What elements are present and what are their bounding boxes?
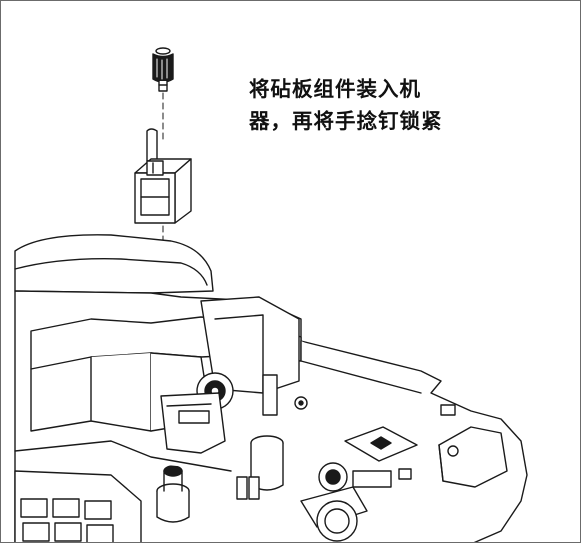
thumb-screw (152, 47, 174, 92)
instruction-caption: 将砧板组件装入机 器，再将手捻钉锁紧 (249, 73, 519, 137)
machine-base (14, 234, 528, 542)
instruction-line-1: 将砧板组件装入机 (249, 77, 421, 101)
anvil-block-assembly (134, 128, 192, 224)
instruction-line-2: 器，再将手捻钉锁紧 (249, 109, 443, 133)
